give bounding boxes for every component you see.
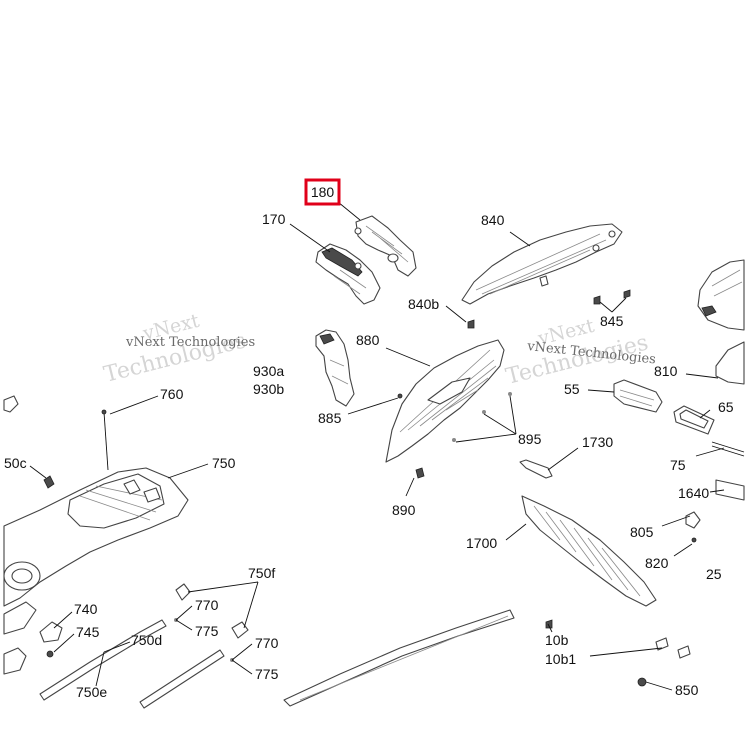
callout-770b[interactable]: 770 bbox=[255, 635, 279, 651]
callout-750e[interactable]: 750e bbox=[76, 684, 107, 700]
callout-750d[interactable]: 750d bbox=[131, 632, 162, 648]
callout-895[interactable]: 895 bbox=[518, 431, 542, 447]
callout-740[interactable]: 740 bbox=[74, 601, 98, 617]
part-750[interactable] bbox=[3, 395, 189, 675]
highlight-180[interactable]: 180 bbox=[304, 178, 341, 206]
callout-25[interactable]: 25 bbox=[706, 566, 722, 582]
callout-810[interactable]: 810 bbox=[654, 363, 678, 379]
callout-760[interactable]: 760 bbox=[160, 386, 184, 402]
callout-805[interactable]: 805 bbox=[630, 524, 654, 540]
callout-1730[interactable]: 1730 bbox=[582, 434, 613, 450]
callout-65[interactable]: 65 bbox=[718, 399, 734, 415]
svg-text:vNext Technologies: vNext Technologies bbox=[125, 335, 255, 350]
part-1730[interactable] bbox=[519, 459, 553, 479]
part-750d-strip[interactable] bbox=[39, 619, 167, 701]
callout-880[interactable]: 880 bbox=[356, 332, 380, 348]
callout-850[interactable]: 850 bbox=[675, 682, 699, 698]
part-810-fragment[interactable] bbox=[697, 259, 745, 385]
part-880[interactable] bbox=[385, 339, 505, 463]
callout-930a[interactable]: 930a bbox=[253, 363, 284, 379]
part-740[interactable] bbox=[39, 621, 63, 658]
fasteners bbox=[43, 289, 691, 687]
callout-930b[interactable]: 930b bbox=[253, 381, 284, 397]
part-750e-strip[interactable] bbox=[139, 649, 225, 709]
callout-845[interactable]: 845 bbox=[600, 313, 624, 329]
callout-170[interactable]: 170 bbox=[262, 211, 286, 227]
callout-885[interactable]: 885 bbox=[318, 410, 342, 426]
callout-820[interactable]: 820 bbox=[645, 555, 669, 571]
part-55[interactable] bbox=[613, 379, 663, 413]
callout-180[interactable]: 180 bbox=[311, 184, 335, 200]
callout-10b1[interactable]: 10b1 bbox=[545, 651, 576, 667]
callout-10b[interactable]: 10b bbox=[545, 632, 569, 648]
part-930[interactable] bbox=[315, 329, 355, 407]
leader-lines bbox=[29, 201, 725, 691]
callout-840b[interactable]: 840b bbox=[408, 296, 439, 312]
callout-1640[interactable]: 1640 bbox=[678, 485, 709, 501]
highlight-box bbox=[304, 178, 341, 206]
part-65[interactable] bbox=[673, 405, 715, 435]
part-1700[interactable] bbox=[521, 495, 657, 607]
callout-750f[interactable]: 750f bbox=[248, 565, 275, 581]
part-170[interactable] bbox=[315, 243, 381, 305]
callout-775a[interactable]: 775 bbox=[195, 623, 219, 639]
part-840[interactable] bbox=[461, 223, 623, 305]
part-75[interactable] bbox=[711, 441, 745, 457]
callout-750[interactable]: 750 bbox=[212, 455, 236, 471]
part-1640[interactable] bbox=[715, 479, 745, 501]
callout-1700[interactable]: 1700 bbox=[466, 535, 497, 551]
callout-770a[interactable]: 770 bbox=[195, 597, 219, 613]
bottom-rail[interactable] bbox=[283, 609, 515, 707]
part-180[interactable] bbox=[354, 215, 417, 277]
watermark-right: vNext Technologies vNext Technologies bbox=[503, 315, 656, 390]
callout-labels: 170 840 840b 845 880 930a 930b 885 895 8… bbox=[4, 211, 734, 700]
callout-750c[interactable]: 50c bbox=[4, 455, 27, 471]
callout-75[interactable]: 75 bbox=[670, 457, 686, 473]
callout-745[interactable]: 745 bbox=[76, 624, 100, 640]
callout-840[interactable]: 840 bbox=[481, 212, 505, 228]
callout-55[interactable]: 55 bbox=[564, 381, 580, 397]
watermark-left: vNext Technologies vNext Technologies bbox=[101, 310, 255, 388]
callout-890[interactable]: 890 bbox=[392, 502, 416, 518]
callout-775b[interactable]: 775 bbox=[255, 666, 279, 682]
